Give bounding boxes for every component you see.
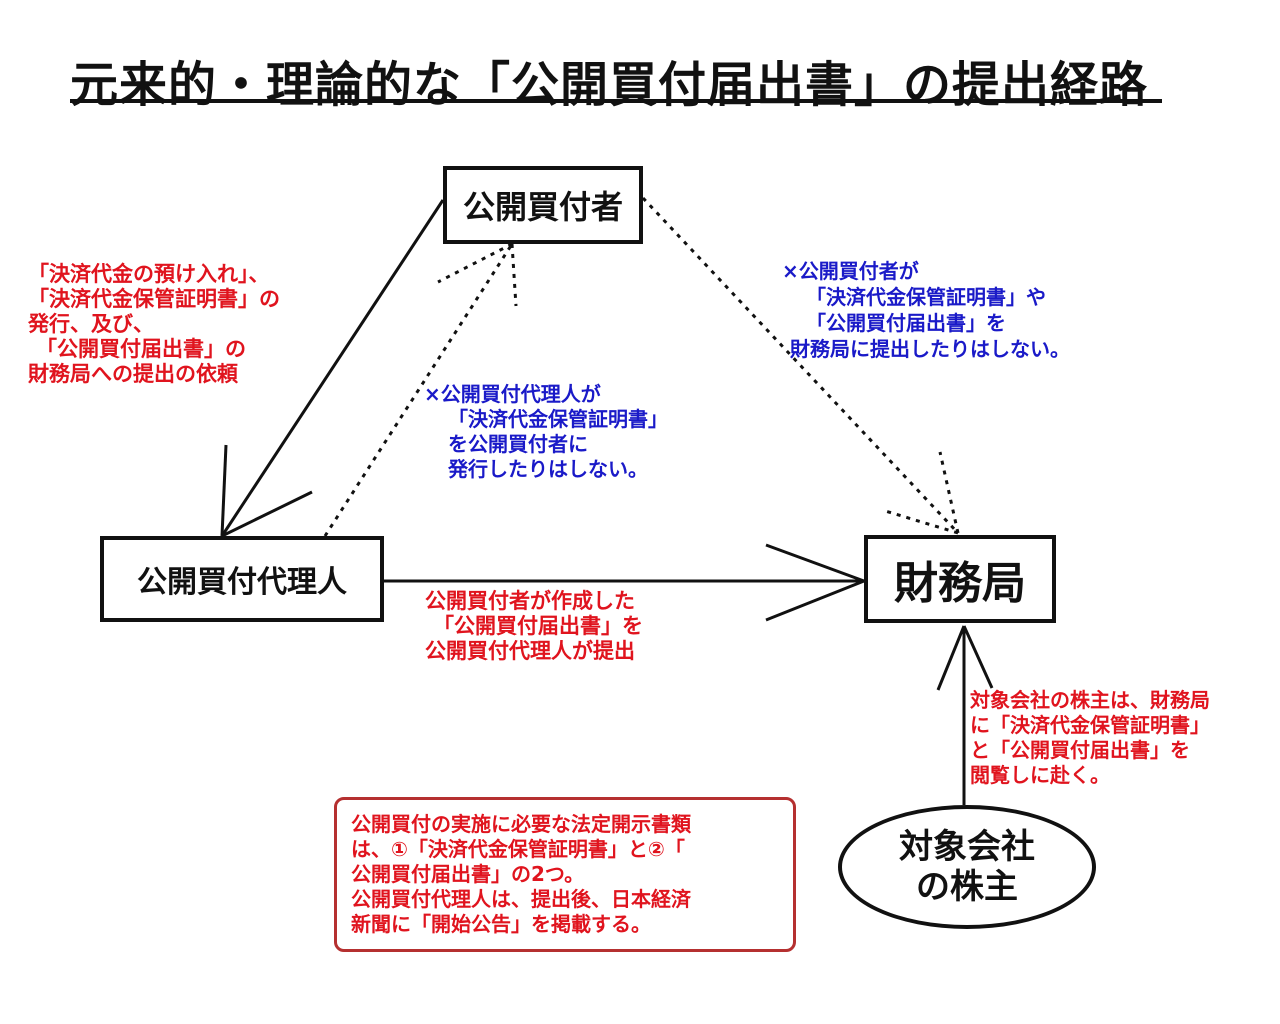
- note-agent-submits: 公開買付者が作成した 「公開買付届出書」を 公開買付代理人が提出: [425, 589, 643, 664]
- dotted-arrow-buyer-to-bureau: [641, 196, 960, 535]
- summary-text: 公開買付の実施に必要な法定開示書類 は、①「決済代金保管証明書」と②「 公開買付…: [351, 812, 779, 937]
- summary-line: 公開買付代理人は、提出後、日本経済: [351, 887, 691, 911]
- note-line: 「公開買付届出書」の: [36, 337, 246, 361]
- note-agent-does-not-issue: ×公開買付代理人が 「決済代金保管証明書」 を公開買付者に 発行したりはしない。: [424, 382, 668, 482]
- shareholders-label-line-2: の株主: [916, 867, 1018, 907]
- note-line: ×公開買付代理人が: [424, 382, 601, 406]
- summary-line: 公開買付届出書」の2つ。: [351, 862, 585, 886]
- note-line: 「公開買付届出書」を: [433, 614, 643, 638]
- dotted-arrow-agent-to-buyer: [323, 243, 514, 537]
- node-finance-bureau: 財務局: [864, 535, 1056, 623]
- arrowhead-agent-to-bureau-a: [765, 543, 865, 583]
- arrowhead-buyer-to-agent-a: [220, 444, 228, 537]
- dotted-arrowhead-buyer-to-bureau-a: [881, 508, 959, 535]
- note-buyer-does-not-submit: ×公開買付者が 「決済代金保管証明書」や 「公開買付届出書」を 財務局に提出した…: [782, 258, 1070, 362]
- note-line: 対象会社の株主は、財務局: [970, 688, 1210, 712]
- diagram-title: 元来的・理論的な「公開買付届出書」の提出経路: [70, 57, 1149, 113]
- note-request-to-agent: 「決済代金の預け入れ」、 「決済代金保管証明書」の 発行、及び、 「公開買付届出…: [28, 262, 280, 387]
- note-shareholders-view: 対象会社の株主は、財務局 に「決済代金保管証明書」 と「公開買付届出書」を 閲覧…: [970, 688, 1210, 788]
- note-line: 公開買付者が作成した: [425, 589, 635, 613]
- arrow-buyer-to-agent: [220, 199, 445, 537]
- note-line: を公開買付者に: [448, 432, 588, 456]
- note-line: 発行、及び、: [28, 312, 154, 336]
- note-line: 「決済代金の預け入れ」、: [28, 262, 270, 286]
- arrowhead-agent-to-bureau-b: [765, 579, 865, 622]
- note-line: 「決済代金保管証明書」: [448, 407, 668, 431]
- shareholders-label-line-1: 対象会社: [899, 827, 1035, 867]
- note-line: 公開買付代理人が提出: [425, 639, 635, 663]
- note-line: ×公開買付者が: [782, 259, 919, 283]
- node-tender-offer-agent: 公開買付代理人: [100, 536, 384, 622]
- note-line: に「決済代金保管証明書」: [970, 713, 1210, 737]
- note-line: 「公開買付届出書」を: [806, 311, 1006, 335]
- note-line: 閲覧しに赴く。: [970, 763, 1110, 787]
- summary-line: 公開買付の実施に必要な法定開示書類: [351, 812, 691, 836]
- note-line: 財務局に提出したりはしない。: [790, 337, 1070, 361]
- arrowhead-shareholders-to-bureau-b: [962, 625, 994, 689]
- node-tender-offeror: 公開買付者: [443, 166, 643, 244]
- note-line: 「決済代金保管証明書」の: [28, 287, 280, 311]
- summary-box: 公開買付の実施に必要な法定開示書類 は、①「決済代金保管証明書」と②「 公開買付…: [334, 797, 796, 952]
- summary-line: は、①「決済代金保管証明書」と②「: [351, 837, 685, 861]
- summary-line: 新聞に「開始公告」を掲載する。: [351, 912, 651, 936]
- note-line: と「公開買付届出書」を: [970, 738, 1190, 762]
- arrowhead-shareholders-to-bureau-a: [936, 625, 966, 691]
- note-line: 「決済代金保管証明書」や: [806, 285, 1046, 309]
- note-line: 財務局への提出の依頼: [28, 362, 238, 386]
- node-target-shareholders: 対象会社 の株主: [838, 805, 1096, 929]
- dotted-arrowhead-agent-to-buyer-a: [437, 242, 513, 284]
- dotted-arrowhead-buyer-to-bureau-b: [938, 451, 960, 534]
- dotted-arrowhead-agent-to-buyer-b: [510, 243, 518, 307]
- title-underline: [70, 99, 1162, 103]
- note-line: 発行したりはしない。: [448, 457, 648, 481]
- arrowhead-buyer-to-agent-b: [221, 490, 313, 538]
